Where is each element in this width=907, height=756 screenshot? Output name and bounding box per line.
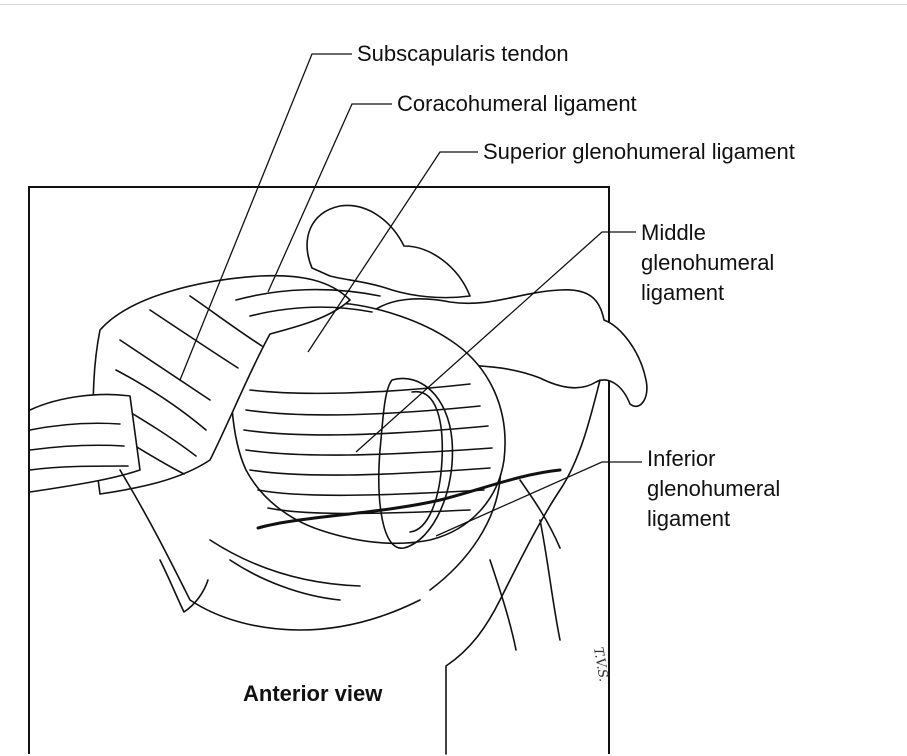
label-subscapularis-tendon: Subscapularis tendon — [357, 39, 569, 69]
coracoid-process — [307, 205, 470, 297]
label-inferior-line-1: Inferior — [647, 444, 780, 474]
label-superior-glenohumeral-ligament: Superior glenohumeral ligament — [483, 137, 795, 167]
view-caption: Anterior view — [243, 681, 382, 707]
label-inferior-line-2: glenohumeral — [647, 474, 780, 504]
label-middle-glenohumeral-ligament: Middle glenohumeral ligament — [641, 218, 774, 308]
label-middle-line-2: glenohumeral — [641, 248, 774, 278]
label-inferior-glenohumeral-ligament: Inferior glenohumeral ligament — [647, 444, 780, 534]
label-middle-line-3: ligament — [641, 278, 774, 308]
label-coracohumeral-ligament: Coracohumeral ligament — [397, 89, 637, 119]
label-middle-line-1: Middle — [641, 218, 774, 248]
label-inferior-line-3: ligament — [647, 504, 780, 534]
